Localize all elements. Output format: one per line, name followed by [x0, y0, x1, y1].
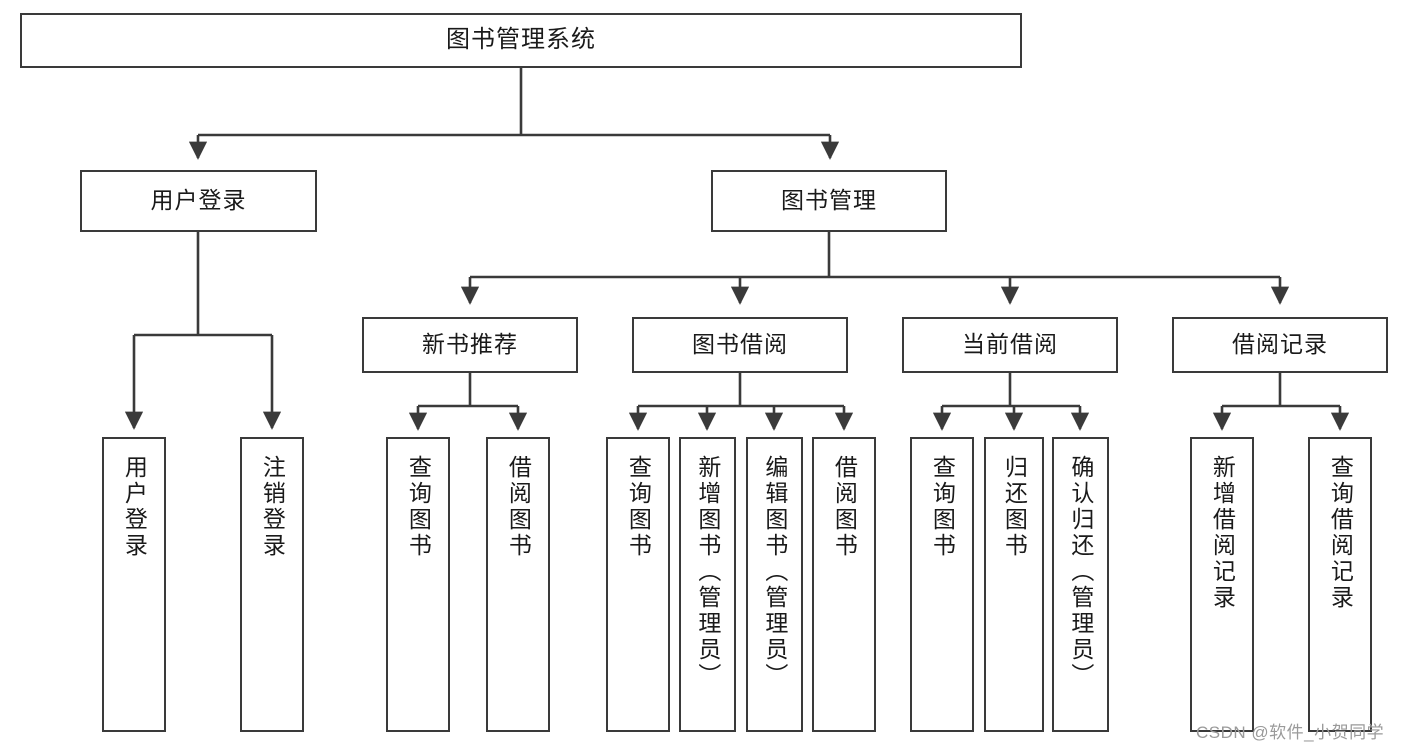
- node-new-book-rec-label: 新书推荐: [422, 331, 518, 358]
- node-leaf-borrow-book-2[interactable]: 借阅图书: [812, 437, 876, 732]
- node-root-label: 图书管理系统: [446, 26, 596, 54]
- node-leaf-user-login-label: 用户登录: [121, 455, 148, 559]
- node-book-manage-label: 图书管理: [781, 187, 877, 214]
- watermark-text: CSDN @软件_小贺同学: [1196, 723, 1385, 742]
- node-leaf-borrow-book-1-label: 借阅图书: [505, 455, 532, 559]
- node-leaf-query-book-3-label: 查询图书: [929, 455, 956, 559]
- node-user-login[interactable]: 用户登录: [80, 170, 317, 232]
- node-book-borrow-label: 图书借阅: [692, 331, 788, 358]
- node-leaf-return-book[interactable]: 归还图书: [984, 437, 1044, 732]
- node-leaf-edit-book[interactable]: 编辑图书（管理员）: [746, 437, 803, 732]
- node-leaf-borrow-book-1[interactable]: 借阅图书: [486, 437, 550, 732]
- node-leaf-add-record[interactable]: 新增借阅记录: [1190, 437, 1254, 732]
- node-borrow-record-label: 借阅记录: [1232, 331, 1328, 358]
- node-leaf-confirm-return[interactable]: 确认归还（管理员）: [1052, 437, 1109, 732]
- node-leaf-return-book-label: 归还图书: [1001, 455, 1028, 559]
- node-borrow-record[interactable]: 借阅记录: [1172, 317, 1388, 373]
- node-leaf-confirm-return-label: 确认归还（管理员）: [1067, 455, 1094, 689]
- node-leaf-user-logout[interactable]: 注销登录: [240, 437, 304, 732]
- node-leaf-add-record-label: 新增借阅记录: [1209, 455, 1236, 611]
- node-leaf-query-record[interactable]: 查询借阅记录: [1308, 437, 1372, 732]
- node-root[interactable]: 图书管理系统: [20, 13, 1022, 68]
- node-leaf-query-record-label: 查询借阅记录: [1327, 455, 1354, 611]
- node-leaf-add-book[interactable]: 新增图书（管理员）: [679, 437, 736, 732]
- node-leaf-borrow-book-2-label: 借阅图书: [831, 455, 858, 559]
- node-leaf-query-book-2-label: 查询图书: [625, 455, 652, 559]
- node-book-borrow[interactable]: 图书借阅: [632, 317, 848, 373]
- node-user-login-label: 用户登录: [150, 187, 247, 214]
- node-leaf-user-logout-label: 注销登录: [259, 455, 286, 559]
- node-leaf-user-login[interactable]: 用户登录: [102, 437, 166, 732]
- node-current-borrow[interactable]: 当前借阅: [902, 317, 1118, 373]
- node-leaf-query-book-1-label: 查询图书: [405, 455, 432, 559]
- node-leaf-query-book-3[interactable]: 查询图书: [910, 437, 974, 732]
- node-leaf-query-book-1[interactable]: 查询图书: [386, 437, 450, 732]
- node-leaf-edit-book-label: 编辑图书（管理员）: [761, 455, 788, 689]
- node-new-book-rec[interactable]: 新书推荐: [362, 317, 578, 373]
- node-book-manage[interactable]: 图书管理: [711, 170, 947, 232]
- node-leaf-query-book-2[interactable]: 查询图书: [606, 437, 670, 732]
- node-leaf-add-book-label: 新增图书（管理员）: [694, 455, 721, 689]
- node-current-borrow-label: 当前借阅: [962, 331, 1058, 358]
